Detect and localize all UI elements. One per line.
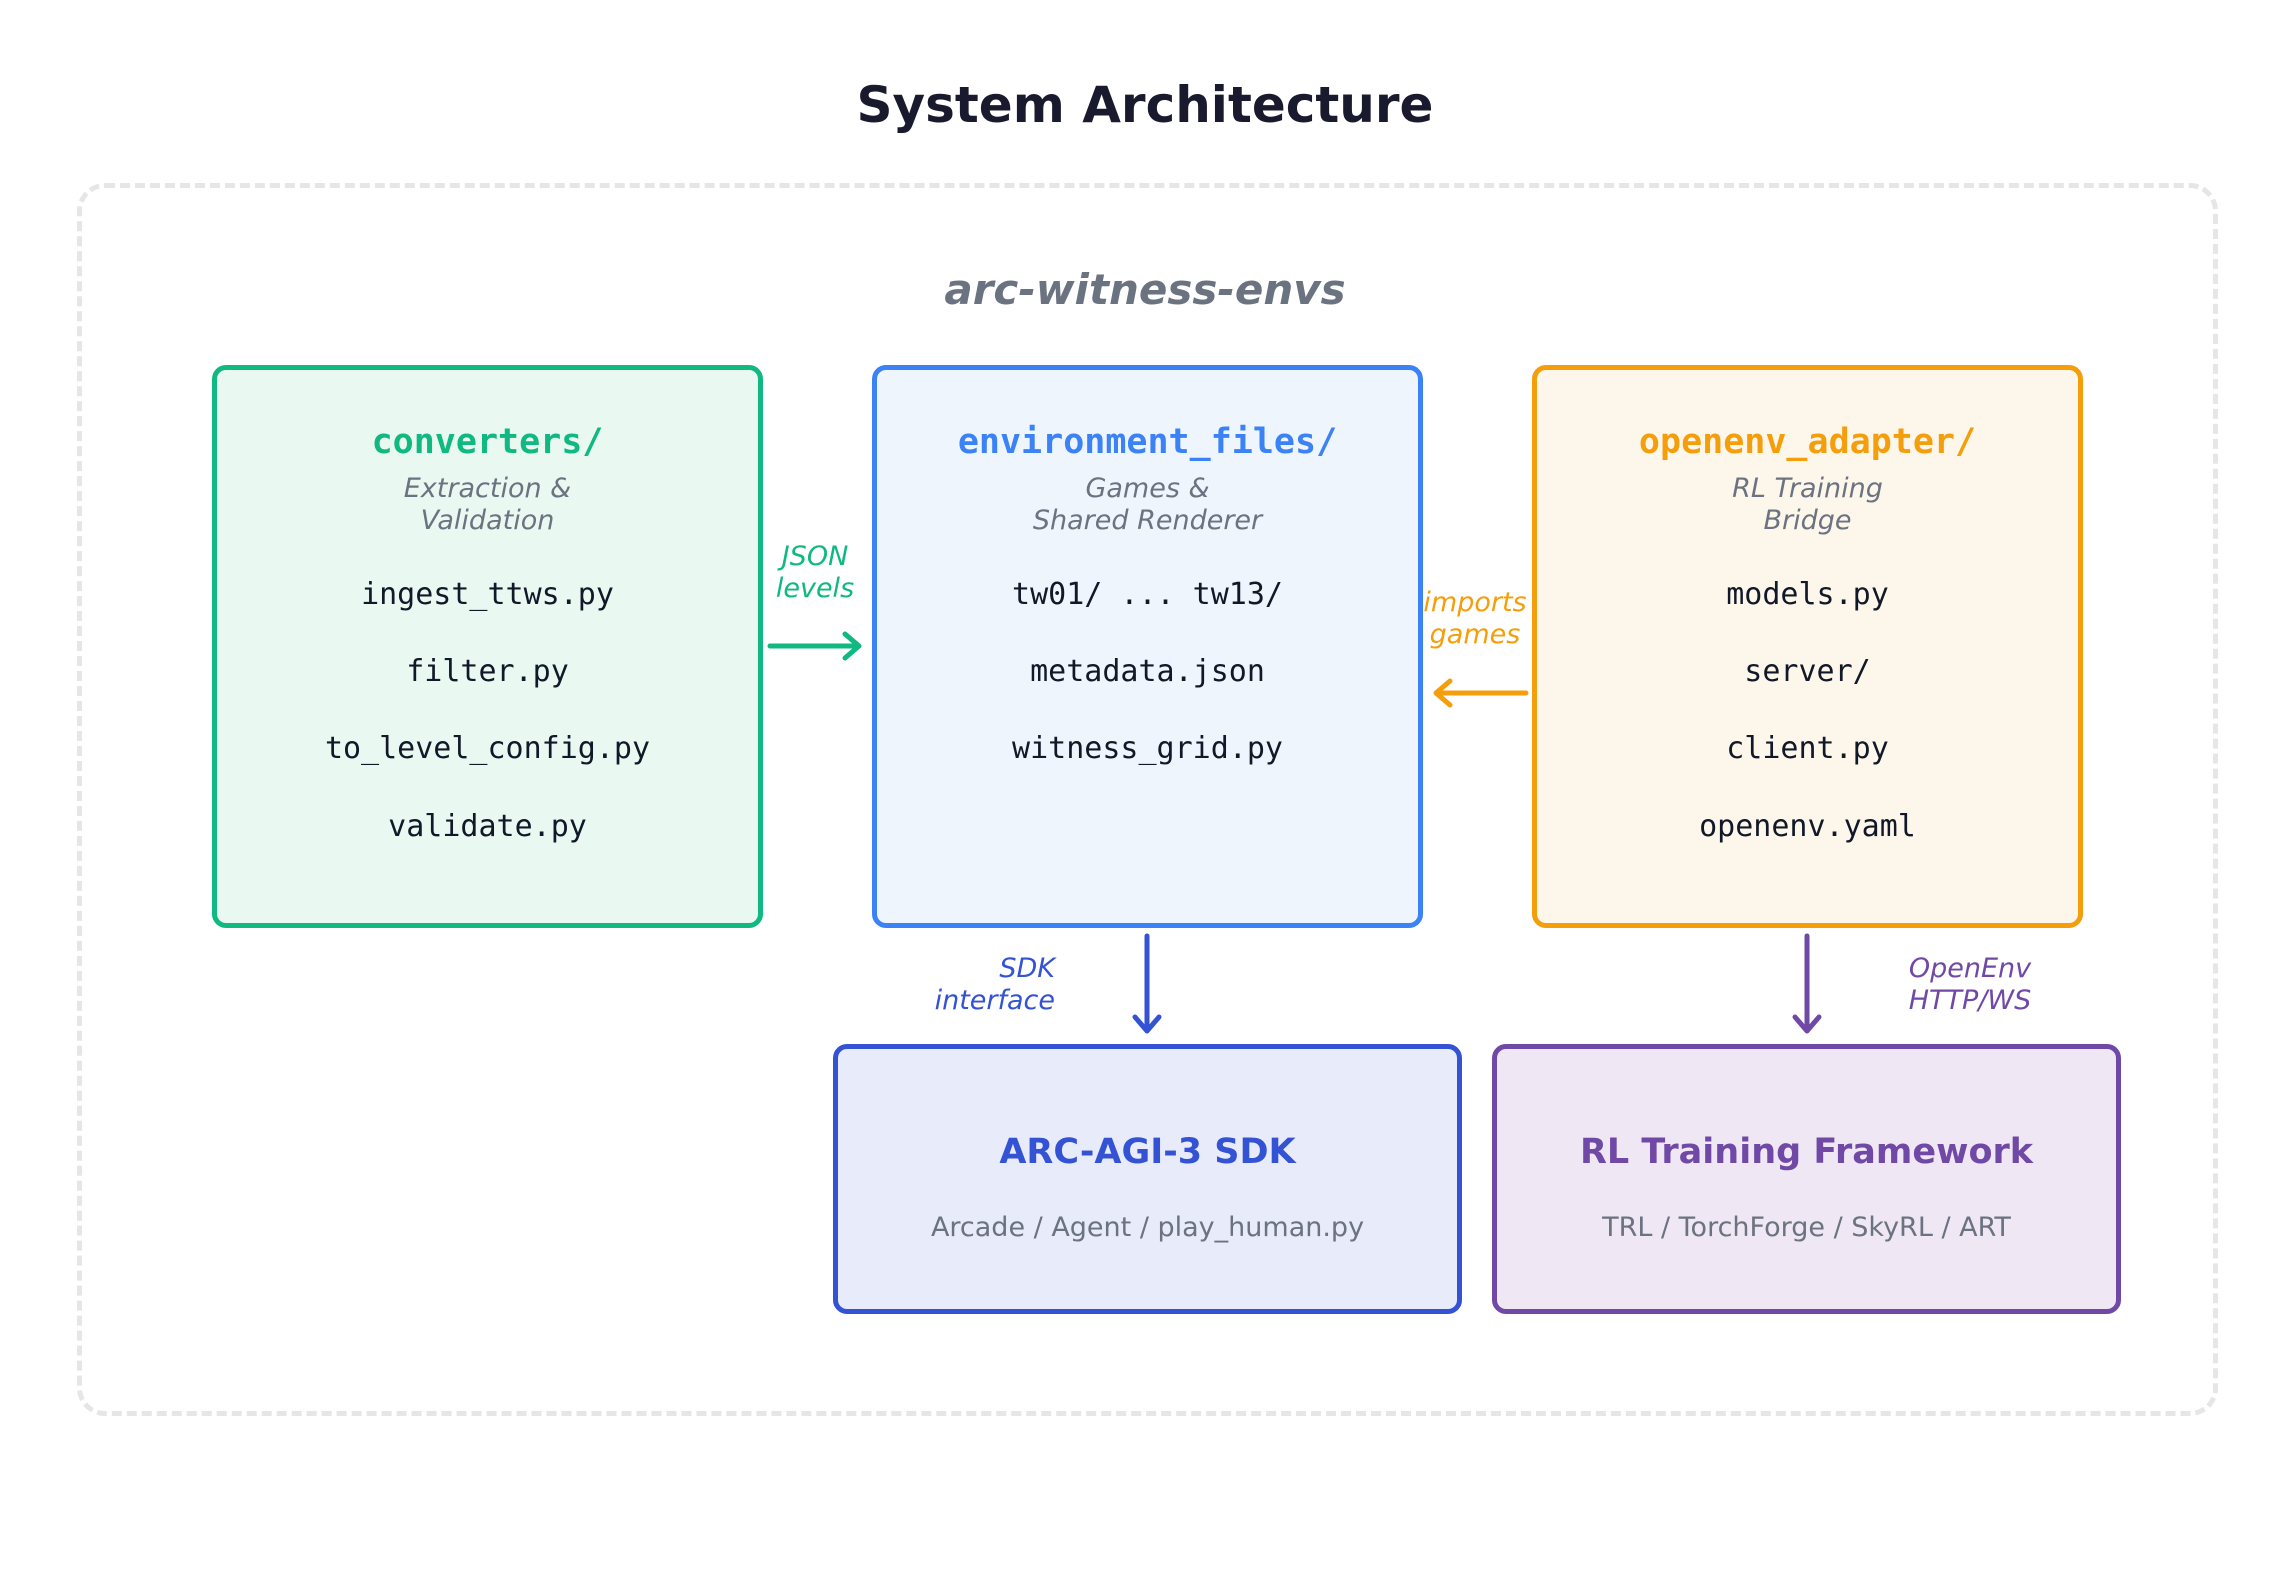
converters-title: converters/ — [371, 422, 604, 462]
converters-file: ingest_ttws.py — [361, 577, 614, 612]
converters-file: filter.py — [406, 654, 569, 689]
json-levels-label-line2: levels — [775, 573, 855, 604]
diagram-title: System Architecture — [856, 76, 1434, 134]
environment-files-subtitle-line1: Games & — [1085, 473, 1210, 504]
converters-subtitle-line1: Extraction & — [403, 473, 572, 504]
openenv-http-label-line2: HTTP/WS — [1908, 985, 2032, 1016]
arc-agi-sdk-box: ARC-AGI-3 SDK Arcade / Agent / play_huma… — [833, 1044, 1462, 1314]
repo-container — [77, 183, 2218, 1416]
rl-framework-subtitle: TRL / TorchForge / SkyRL / ART — [1602, 1212, 2011, 1243]
arc-agi-sdk-subtitle: Arcade / Agent / play_human.py — [930, 1212, 1365, 1243]
openenv-adapter-subtitle-line2: Bridge — [1763, 505, 1852, 536]
repo-container-label: arc-witness-envs — [944, 265, 1346, 314]
openenv-adapter-title: openenv_adapter/ — [1638, 422, 1977, 462]
environment-files-title: environment_files/ — [957, 422, 1338, 462]
json-levels-label-line1: JSON — [781, 541, 849, 572]
rl-framework-title: RL Training Framework — [1579, 1132, 2034, 1172]
openenv-adapter-file: server/ — [1744, 654, 1871, 689]
environment-files-subtitle-line2: Shared Renderer — [1032, 505, 1263, 536]
converters-box: converters/ Extraction & Validation inge… — [212, 365, 763, 928]
openenv-adapter-file: models.py — [1726, 577, 1889, 612]
environment-file: witness_grid.py — [1012, 731, 1283, 766]
sdk-interface-label: SDK interface — [880, 953, 1055, 1017]
sdk-interface-label-line2: interface — [934, 985, 1055, 1016]
converters-subtitle-line2: Validation — [420, 505, 555, 536]
json-levels-label: JSON levels — [740, 541, 890, 605]
openenv-http-label-line1: OpenEnv — [1908, 953, 2032, 984]
openenv-adapter-subtitle-line1: RL Training — [1732, 473, 1883, 504]
openenv-adapter-box: openenv_adapter/ RL Training Bridge mode… — [1532, 365, 2083, 928]
openenv-adapter-file: client.py — [1726, 731, 1889, 766]
imports-games-label: imports games — [1400, 587, 1550, 651]
openenv-adapter-file: openenv.yaml — [1699, 809, 1916, 844]
imports-games-label-line2: games — [1429, 619, 1521, 650]
imports-games-label-line1: imports — [1423, 587, 1527, 618]
arc-agi-sdk-title: ARC-AGI-3 SDK — [999, 1132, 1296, 1172]
sdk-interface-label-line1: SDK — [999, 953, 1055, 984]
converters-file: to_level_config.py — [324, 731, 651, 766]
converters-file: validate.py — [388, 809, 587, 844]
environment-file: tw01/ ... tw13/ — [1012, 577, 1283, 612]
environment-file: metadata.json — [1030, 654, 1265, 689]
rl-framework-box: RL Training Framework TRL / TorchForge /… — [1492, 1044, 2121, 1314]
openenv-http-label: OpenEnv HTTP/WS — [1870, 953, 2070, 1017]
environment-files-box: environment_files/ Games & Shared Render… — [872, 365, 1423, 928]
